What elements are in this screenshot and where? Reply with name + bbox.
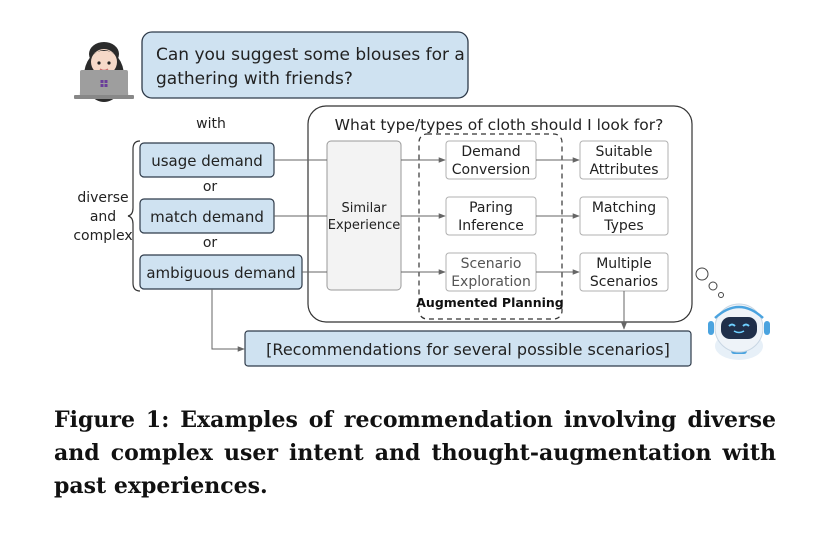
brace-label-line3: complex	[73, 228, 132, 244]
output-line1: Suitable	[595, 144, 652, 160]
flow-arrows	[211, 157, 627, 352]
user-avatar-icon	[74, 42, 134, 102]
augmented-planning-region	[418, 133, 563, 320]
planning-step-line2: Exploration	[451, 274, 531, 290]
recommendation-box	[244, 330, 692, 367]
output-line2: Types	[603, 218, 643, 234]
similar-experience-line1: Similar	[341, 201, 387, 216]
planning-step-line2: Conversion	[452, 162, 531, 178]
recommendation-text: [Recommendations for several possible sc…	[266, 340, 670, 359]
robot-assistant-icon	[708, 303, 770, 360]
planning-step-line1: Demand	[461, 144, 520, 160]
planning-step-line1: Scenario	[461, 256, 522, 272]
planning-step-line1: Paring	[469, 200, 513, 216]
planning-step-line2: Inference	[458, 218, 524, 234]
demand-label-match: match demand	[150, 208, 264, 226]
similar-experience-line2: Experience	[328, 218, 401, 233]
brace-label-line1: diverse	[77, 190, 128, 206]
output-matching-types	[579, 196, 669, 236]
user-query-line2: gathering with friends?	[156, 69, 353, 89]
output-line1: Matching	[592, 200, 656, 216]
figure-caption: Figure 1: Examples of recommendation inv…	[54, 407, 776, 499]
or-label-2: or	[203, 235, 218, 251]
output-line2: Attributes	[589, 162, 658, 178]
output-line1: Multiple	[596, 256, 652, 272]
thought-bubble-icon	[695, 267, 724, 298]
brace-label-line2: and	[90, 209, 116, 225]
think-panel-title: What type/types of cloth should I look f…	[335, 116, 664, 134]
user-query-bubble	[141, 31, 469, 99]
output-suitable-attributes	[579, 140, 669, 180]
or-label-1: or	[203, 179, 218, 195]
demand-label-usage: usage demand	[151, 152, 263, 170]
output-line2: Scenarios	[590, 274, 658, 290]
user-query-line1: Can you suggest some blouses for a	[156, 45, 465, 65]
left-brace	[127, 140, 141, 292]
augmented-planning-label: Augmented Planning	[416, 295, 564, 310]
demand-label-ambiguous: ambiguous demand	[146, 264, 295, 282]
with-label: with	[196, 116, 226, 132]
